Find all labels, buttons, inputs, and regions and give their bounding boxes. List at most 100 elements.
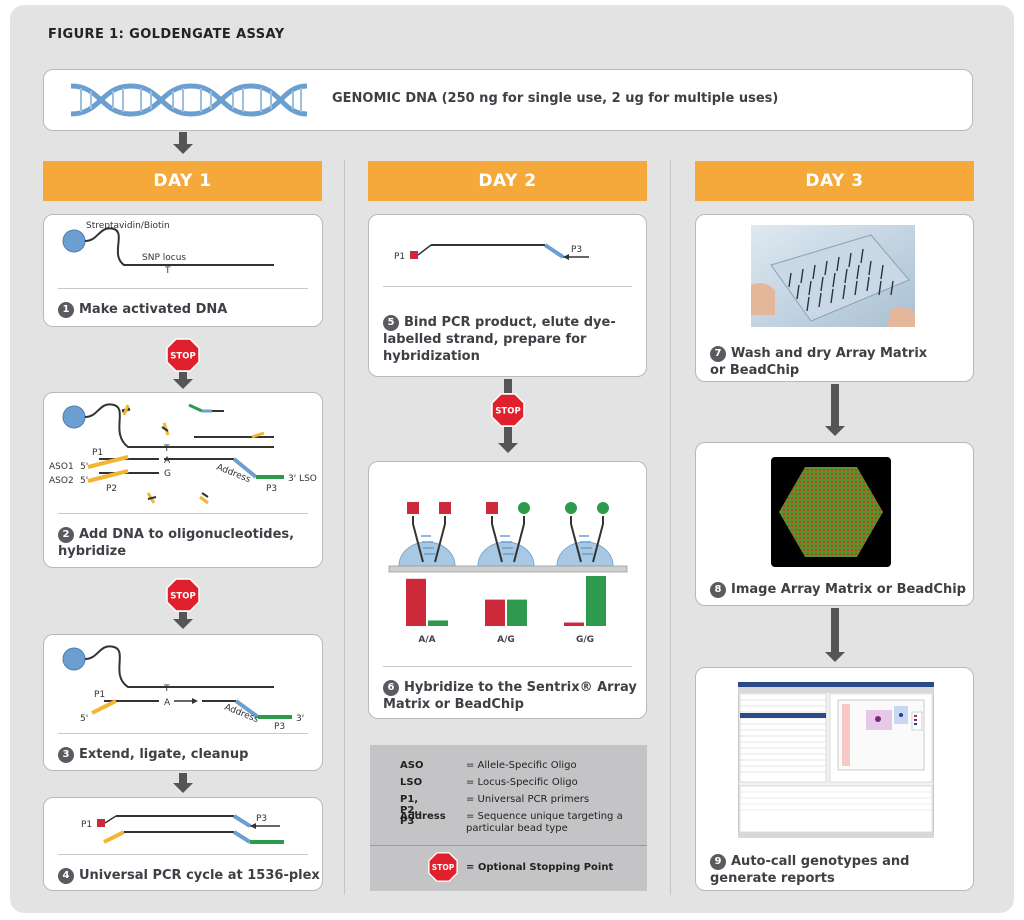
day-1-header: DAY 1	[43, 161, 322, 201]
legend-value: = Universal PCR primers	[466, 794, 590, 805]
svg-text:STOP: STOP	[170, 592, 195, 602]
extend-ligate-diagram: T A P1 5' Address P3 3'	[62, 645, 304, 729]
down-arrow-icon	[825, 608, 845, 662]
snp-locus-label: SNP locus	[142, 253, 186, 263]
svg-text:5': 5'	[80, 462, 88, 472]
step-separator	[58, 733, 308, 734]
legend-key: ASO	[400, 760, 424, 771]
legend-stop-text: = Optional Stopping Point	[466, 862, 614, 873]
genotype-bar-green	[586, 576, 606, 626]
floating-oligos	[121, 403, 265, 505]
genotype-bar-red	[485, 599, 505, 626]
svg-text:P3: P3	[274, 722, 285, 729]
svg-text:5': 5'	[80, 714, 88, 724]
svg-text:P3: P3	[256, 814, 267, 824]
pcr-diagram: P1 P3	[81, 814, 284, 844]
svg-text:A: A	[164, 698, 171, 708]
column-divider	[670, 160, 671, 895]
svg-text:P3: P3	[266, 484, 277, 494]
legend-value: = Allele-Specific Oligo	[466, 760, 577, 771]
beadchip-image	[771, 457, 891, 567]
svg-text:3' LSO: 3' LSO	[288, 474, 317, 484]
step-separator	[58, 288, 308, 289]
day-3-header: DAY 3	[695, 161, 974, 201]
software-screenshot	[738, 682, 934, 838]
legend-key: LSO	[400, 777, 423, 788]
stop-sign-icon: STOP	[428, 852, 458, 882]
svg-text:3': 3'	[296, 714, 304, 724]
step-6-text: Hybridize to the Sentrix® Array Matrix o…	[383, 680, 637, 712]
svg-text:T: T	[163, 684, 170, 694]
stop-sign-label: STOP	[170, 352, 195, 362]
t-base-label: T	[164, 266, 171, 276]
step-9-text: Auto-call genotypes and generate reports	[710, 854, 910, 886]
bind-pcr-diagram: P1 P3	[394, 243, 589, 262]
stop-sign-icon: STOP	[491, 393, 525, 427]
step-separator	[58, 513, 308, 514]
legend-key: Address	[400, 811, 446, 822]
down-arrow-icon	[173, 372, 193, 389]
svg-text:ASO1: ASO1	[49, 462, 74, 472]
legend-box: ASO = Allele-Specific Oligo LSO = Locus-…	[370, 745, 647, 891]
stop-sign-icon: STOP	[166, 578, 200, 612]
svg-text:P1: P1	[81, 820, 92, 830]
down-arrow-icon	[498, 427, 518, 453]
step-separator	[383, 666, 632, 667]
step-separator	[58, 854, 308, 855]
step-4-text: Universal PCR cycle at 1536-plex	[79, 868, 320, 883]
step-3-text: Extend, ligate, cleanup	[79, 747, 249, 762]
bead-ag	[477, 502, 535, 567]
down-arrow-icon	[173, 612, 193, 629]
genotype-bar-red	[564, 622, 584, 626]
down-arrow-icon	[173, 132, 193, 154]
svg-text:A: A	[164, 456, 171, 466]
svg-text:G: G	[164, 469, 171, 479]
step-8-text: Image Array Matrix or BeadChip	[731, 582, 966, 597]
legend-value: = Locus-Specific Oligo	[466, 777, 578, 788]
array-matrix-photo	[751, 225, 915, 327]
stop-sign-icon: STOP	[166, 338, 200, 372]
down-arrow-icon	[173, 773, 193, 793]
down-arrow-icon	[825, 384, 845, 436]
bead-gg	[556, 502, 614, 567]
day-2-header: DAY 2	[368, 161, 647, 201]
dna-helix-icon	[71, 83, 308, 117]
svg-text:ASO2: ASO2	[49, 476, 74, 486]
legend-value: = Sequence unique targeting a particular…	[466, 811, 623, 834]
figure-title: FIGURE 1: GOLDENGATE ASSAY	[48, 27, 285, 42]
genotype-bar-green	[507, 599, 527, 626]
genotype-label: G/G	[576, 635, 594, 645]
genotype-bar-green	[428, 620, 448, 626]
legend-key: P1, P2, P3	[400, 794, 419, 827]
hybridize-diagram: T A G P1 ASO1 5' ASO2 5' P2 Address P3 3…	[49, 403, 317, 505]
svg-text:P1: P1	[394, 252, 405, 262]
svg-text:P1: P1	[92, 448, 103, 458]
step-1-text: Make activated DNA	[79, 302, 228, 317]
activated-dna-diagram: Streptavidin/Biotin SNP locus T	[62, 221, 274, 276]
genomic-dna-label: GENOMIC DNA (250 ng for single use, 2 ug…	[332, 91, 779, 106]
genotype-label: A/A	[418, 635, 435, 645]
svg-text:5': 5'	[80, 476, 88, 486]
svg-text:P1: P1	[94, 690, 105, 700]
column-divider	[344, 160, 345, 895]
down-arrow-icon	[504, 379, 512, 393]
step-5-text: Bind PCR product, elute dye-labelled str…	[383, 315, 616, 364]
svg-text:STOP: STOP	[432, 863, 455, 872]
step-7-text: Wash and dry Array Matrix or BeadChip	[710, 346, 928, 378]
